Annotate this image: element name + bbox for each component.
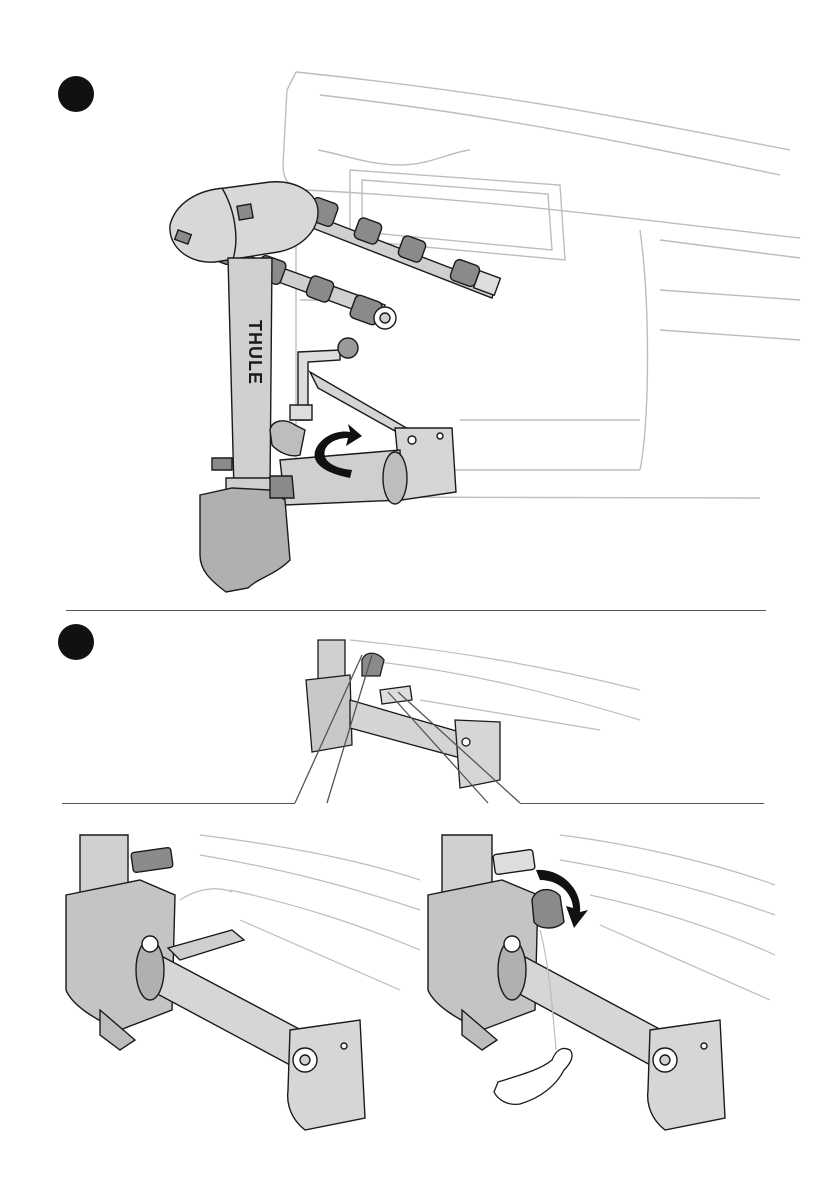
flexed-arm-icon	[494, 1048, 572, 1104]
right-detail-vehicle-lines	[560, 835, 775, 1000]
right-detail-knob-top	[493, 849, 535, 874]
right-detail-hitch	[428, 835, 725, 1130]
